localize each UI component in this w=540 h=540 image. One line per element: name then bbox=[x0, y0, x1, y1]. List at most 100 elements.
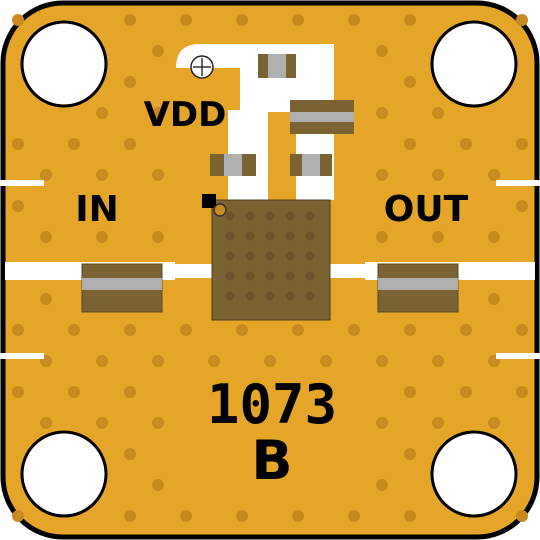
via bbox=[96, 169, 108, 181]
via-field bbox=[12, 14, 528, 522]
die-via bbox=[225, 231, 235, 241]
via bbox=[516, 14, 528, 26]
via bbox=[180, 324, 192, 336]
die-via bbox=[285, 211, 295, 221]
via bbox=[12, 510, 24, 522]
pin1-marker bbox=[202, 194, 216, 208]
via bbox=[152, 479, 164, 491]
via bbox=[376, 231, 388, 243]
die-via bbox=[305, 271, 315, 281]
via bbox=[264, 355, 276, 367]
via bbox=[68, 324, 80, 336]
via bbox=[152, 169, 164, 181]
mounting-hole-top-right bbox=[430, 20, 518, 108]
via bbox=[68, 386, 80, 398]
via bbox=[40, 231, 52, 243]
via bbox=[376, 107, 388, 119]
vdd-bias-network bbox=[176, 44, 354, 200]
die-via bbox=[265, 211, 275, 221]
via bbox=[432, 169, 444, 181]
die-via bbox=[245, 291, 255, 301]
via bbox=[124, 324, 136, 336]
via bbox=[292, 324, 304, 336]
via bbox=[236, 510, 248, 522]
die-via bbox=[225, 251, 235, 261]
via bbox=[404, 386, 416, 398]
via bbox=[516, 510, 528, 522]
die-via bbox=[285, 251, 295, 261]
mounting-hole-top-left bbox=[20, 20, 108, 108]
via bbox=[236, 324, 248, 336]
via bbox=[348, 510, 360, 522]
die-via bbox=[245, 211, 255, 221]
via bbox=[404, 448, 416, 460]
die-via bbox=[305, 291, 315, 301]
via bbox=[488, 231, 500, 243]
via bbox=[488, 293, 500, 305]
vdd-trace bbox=[176, 44, 334, 200]
via bbox=[180, 14, 192, 26]
via bbox=[432, 417, 444, 429]
via bbox=[96, 417, 108, 429]
via bbox=[404, 510, 416, 522]
via bbox=[292, 510, 304, 522]
via bbox=[460, 138, 472, 150]
via bbox=[40, 169, 52, 181]
via bbox=[180, 510, 192, 522]
via bbox=[152, 355, 164, 367]
via bbox=[152, 417, 164, 429]
via bbox=[376, 45, 388, 57]
via bbox=[124, 448, 136, 460]
via bbox=[124, 386, 136, 398]
via bbox=[124, 138, 136, 150]
via bbox=[376, 169, 388, 181]
mmic-die bbox=[202, 194, 331, 321]
die-via bbox=[245, 251, 255, 261]
via bbox=[96, 355, 108, 367]
via bbox=[516, 138, 528, 150]
die-via bbox=[225, 211, 235, 221]
die-via bbox=[305, 251, 315, 261]
via bbox=[516, 324, 528, 336]
via bbox=[320, 355, 332, 367]
mounting-holes bbox=[20, 20, 518, 518]
input-label: IN bbox=[75, 189, 119, 230]
via bbox=[152, 107, 164, 119]
via bbox=[404, 138, 416, 150]
via bbox=[12, 200, 24, 212]
die-via bbox=[285, 231, 295, 241]
via bbox=[152, 231, 164, 243]
via bbox=[516, 386, 528, 398]
via bbox=[376, 479, 388, 491]
output-label: OUT bbox=[384, 189, 469, 230]
via bbox=[404, 324, 416, 336]
via bbox=[12, 14, 24, 26]
via bbox=[292, 14, 304, 26]
mounting-hole-bottom-right bbox=[430, 430, 518, 518]
via bbox=[12, 386, 24, 398]
via bbox=[376, 355, 388, 367]
via bbox=[432, 107, 444, 119]
die-via bbox=[225, 271, 235, 281]
via bbox=[460, 386, 472, 398]
revision-label: B bbox=[251, 429, 292, 492]
die-via bbox=[265, 271, 275, 281]
pin1-dot bbox=[213, 203, 227, 217]
die-via bbox=[225, 291, 235, 301]
die-via bbox=[305, 211, 315, 221]
die-via bbox=[285, 271, 295, 281]
via bbox=[68, 138, 80, 150]
via bbox=[124, 510, 136, 522]
via bbox=[404, 14, 416, 26]
via bbox=[404, 76, 416, 88]
mounting-hole-bottom-left bbox=[20, 430, 108, 518]
die-via bbox=[285, 291, 295, 301]
via bbox=[152, 45, 164, 57]
part-number-label: 1073 bbox=[207, 373, 337, 436]
via bbox=[376, 417, 388, 429]
via bbox=[432, 231, 444, 243]
die-via bbox=[265, 231, 275, 241]
via bbox=[96, 107, 108, 119]
vdd-label: VDD bbox=[144, 95, 227, 135]
